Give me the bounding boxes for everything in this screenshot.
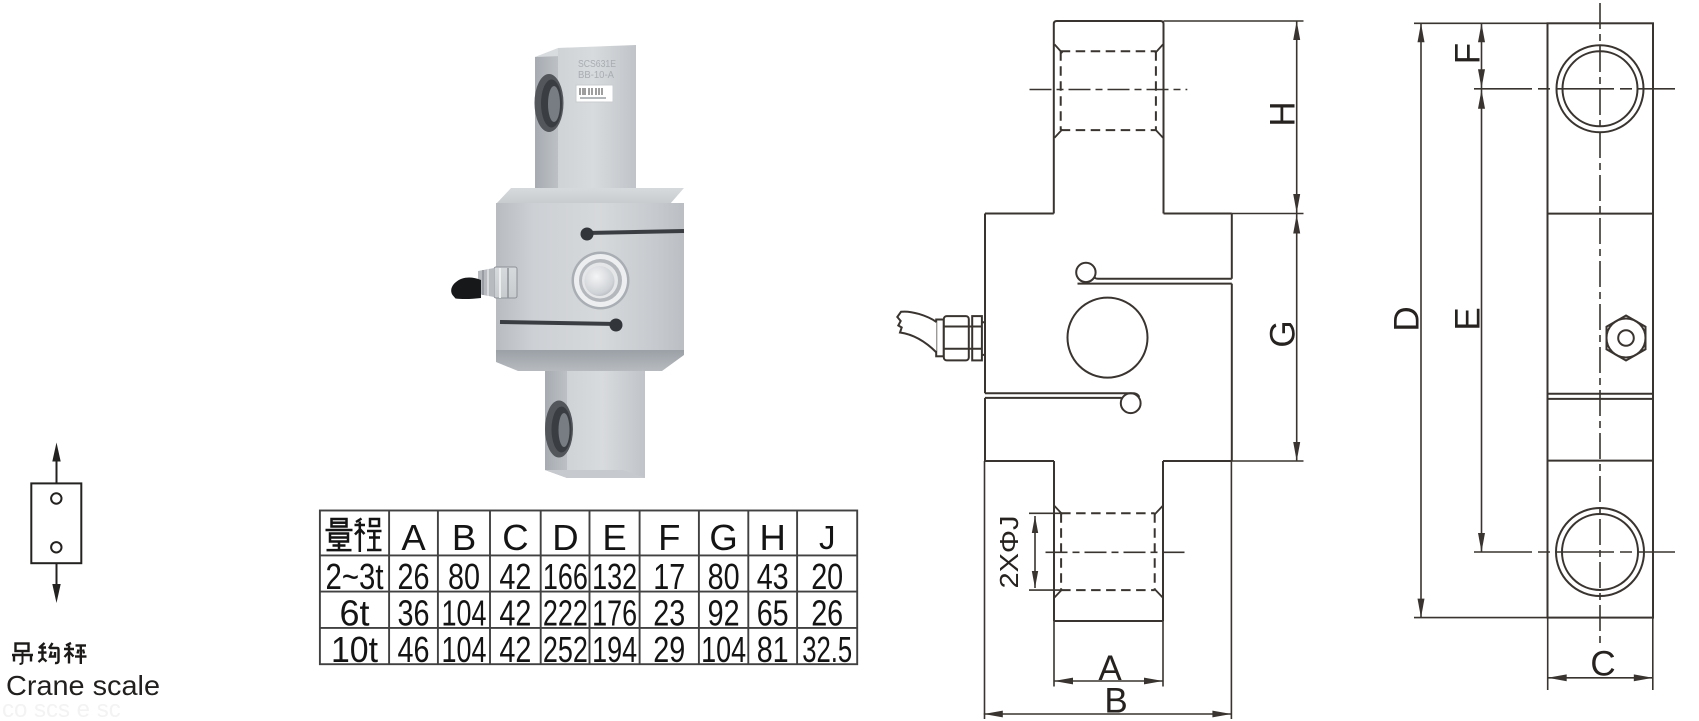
- svg-text:F: F: [1449, 43, 1488, 64]
- svg-text:176: 176: [592, 593, 637, 634]
- svg-text:G: G: [709, 517, 737, 558]
- svg-text:166: 166: [543, 556, 588, 597]
- svg-text:252: 252: [543, 629, 588, 670]
- svg-text:2~3t: 2~3t: [326, 556, 384, 597]
- svg-text:80: 80: [448, 556, 480, 597]
- svg-text:Crane scale: Crane scale: [6, 670, 160, 701]
- svg-text:J: J: [819, 519, 836, 556]
- svg-text:29: 29: [653, 629, 685, 670]
- svg-text:E: E: [602, 517, 626, 558]
- svg-text:104: 104: [701, 629, 746, 670]
- svg-text:20: 20: [811, 556, 843, 597]
- svg-text:46: 46: [398, 629, 430, 670]
- svg-text:E: E: [1449, 307, 1488, 330]
- svg-text:A: A: [401, 517, 426, 558]
- svg-text:42: 42: [499, 629, 531, 670]
- svg-text:17: 17: [653, 556, 685, 597]
- svg-text:81: 81: [757, 629, 789, 670]
- svg-text:104: 104: [442, 629, 487, 670]
- svg-text:104: 104: [442, 593, 487, 634]
- svg-text:43: 43: [757, 556, 789, 597]
- svg-text:32.5: 32.5: [802, 629, 852, 670]
- svg-text:132: 132: [592, 556, 637, 597]
- svg-text:BB-10-A: BB-10-A: [578, 70, 614, 81]
- svg-text:G: G: [1264, 320, 1303, 347]
- svg-text:23: 23: [653, 593, 685, 634]
- svg-text:co scs e sc: co scs e sc: [2, 696, 121, 721]
- svg-text:6t: 6t: [340, 593, 370, 634]
- svg-text:SCS631E: SCS631E: [578, 59, 616, 70]
- svg-text:B: B: [452, 517, 476, 558]
- svg-text:80: 80: [708, 556, 740, 597]
- svg-text:H: H: [760, 517, 786, 558]
- svg-text:H: H: [1264, 101, 1303, 126]
- svg-text:92: 92: [708, 593, 740, 634]
- svg-text:F: F: [658, 517, 680, 558]
- svg-text:42: 42: [499, 593, 531, 634]
- svg-text:D: D: [552, 517, 578, 558]
- svg-text:10t: 10t: [331, 629, 378, 670]
- svg-text:36: 36: [398, 593, 430, 634]
- svg-text:C: C: [1590, 645, 1615, 684]
- svg-text:B: B: [1104, 682, 1127, 721]
- svg-text:194: 194: [592, 629, 637, 670]
- svg-text:65: 65: [757, 593, 789, 634]
- svg-text:26: 26: [811, 593, 843, 634]
- svg-text:D: D: [1388, 306, 1427, 331]
- svg-text:A: A: [1098, 649, 1122, 688]
- svg-text:C: C: [502, 517, 528, 558]
- svg-text:2XΦJ: 2XΦJ: [996, 516, 1024, 589]
- svg-text:42: 42: [499, 556, 531, 597]
- svg-text:26: 26: [398, 556, 430, 597]
- svg-text:222: 222: [543, 593, 588, 634]
